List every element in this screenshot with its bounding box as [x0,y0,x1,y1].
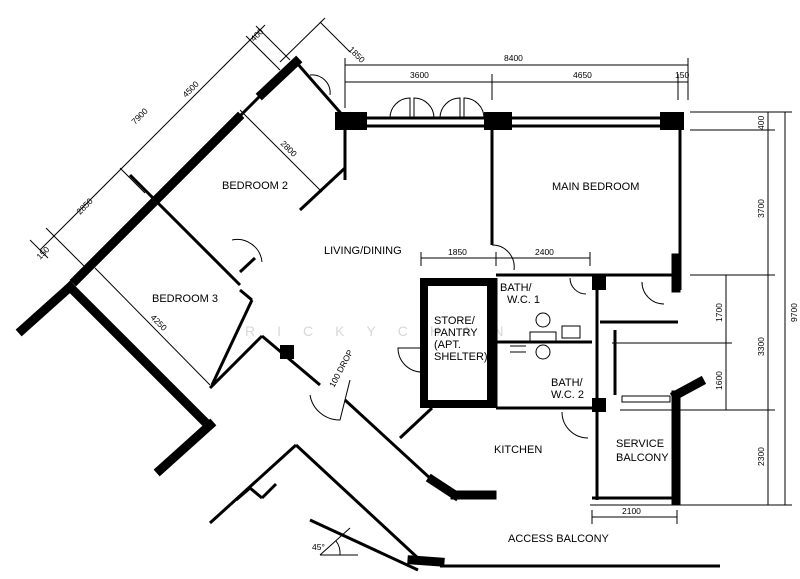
label-bath-1b: W.C. 1 [507,294,540,306]
label-bath-2b: W.C. 2 [551,389,584,401]
dim-2100: 2100 [622,506,641,516]
dim-1600: 1600 [714,371,724,390]
dim-1850-diag: 1850 [347,44,368,65]
label-living-dining: LIVING/DINING [324,245,402,257]
watermark: RICKYCHAN [245,323,525,339]
dim-8400: 8400 [504,53,523,63]
label-bedroom-3: BEDROOM 3 [152,293,218,305]
label-access-balcony: ACCESS BALCONY [508,533,610,545]
dim-150-top: 150 [675,70,689,80]
label-store-4: SHELTER) [434,351,488,363]
dimension-labels: 7900 4500 400 1850 2850 150 2800 4250 84… [34,26,799,552]
label-store-2: PANTRY [434,327,478,339]
dim-9700: 9700 [789,303,799,322]
dim-3300: 3300 [756,337,766,356]
label-bedroom-2: BEDROOM 2 [222,180,288,192]
dim-2800: 2800 [279,138,300,159]
label-service-1: SERVICE [616,438,664,450]
label-bath-1a: BATH/ [500,282,533,294]
dim-4650: 4650 [573,70,592,80]
angle-label: 45° [312,542,325,552]
label-service-2: BALCONY [616,452,669,464]
room-labels: BEDROOM 2 BEDROOM 3 MAIN BEDROOM LIVING/… [152,180,669,545]
walls [15,55,720,572]
dimension-lines [29,17,792,524]
label-main-bedroom: MAIN BEDROOM [552,181,639,193]
dim-1700: 1700 [714,303,724,322]
fixtures [510,312,671,403]
dim-2850: 2850 [74,196,95,217]
dim-3700: 3700 [756,199,766,218]
dim-2300: 2300 [756,447,766,466]
label-store-3: (APT. [434,339,461,351]
dim-7900: 7900 [129,106,150,127]
label-store-1: STORE/ [434,315,476,327]
dim-2400-int: 2400 [535,247,554,257]
dim-3600: 3600 [410,70,429,80]
dim-4500: 4500 [180,79,201,100]
dim-400-right: 400 [756,116,766,130]
label-kitchen: KITCHEN [494,444,542,456]
dim-4250: 4250 [149,312,170,333]
drop-label: 100 DROP [327,348,355,389]
label-bath-2a: BATH/ [551,377,584,389]
doors [231,74,665,439]
dim-1850-int: 1850 [448,247,467,257]
